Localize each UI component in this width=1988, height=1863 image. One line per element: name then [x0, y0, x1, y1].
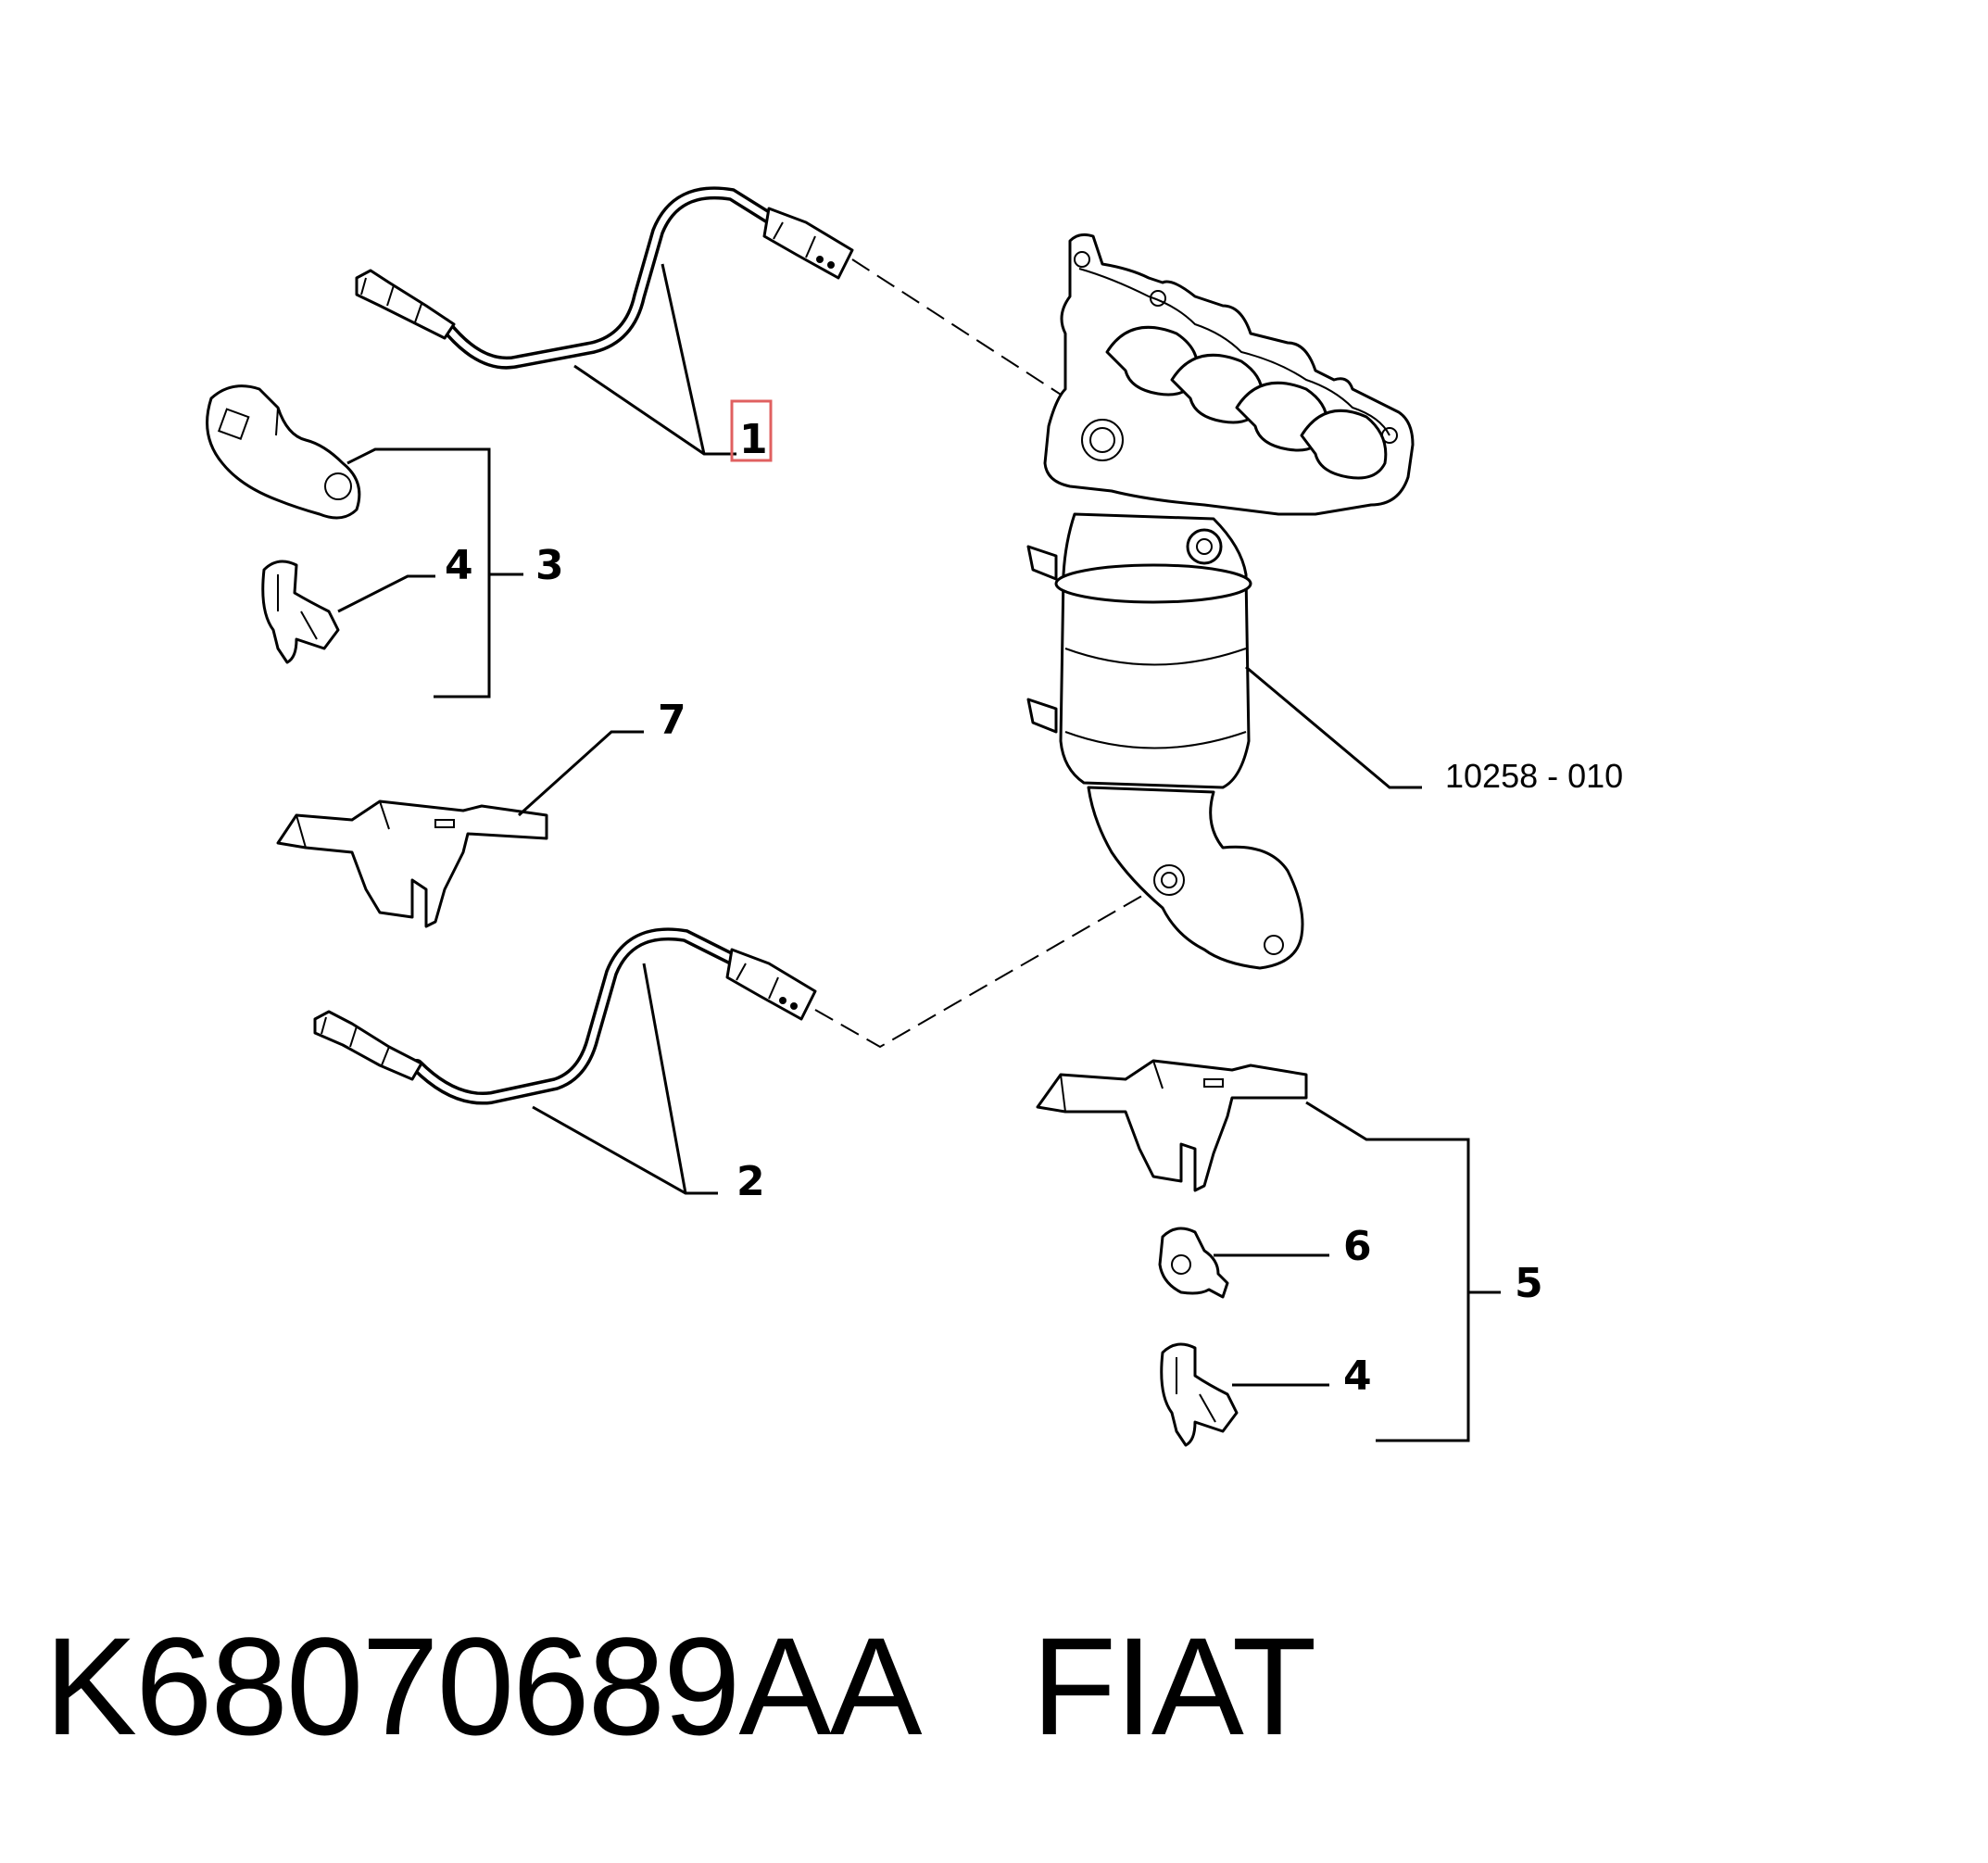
label-3: 3: [535, 542, 564, 589]
bracket-assembly-5: 5 6 4: [1036, 1059, 1543, 1447]
caption: K68070689AA FIAT: [44, 1608, 1317, 1764]
label-7: 7: [658, 697, 686, 744]
lower-connector-dash: [814, 888, 1154, 1049]
label-1: 1: [739, 416, 768, 463]
bracket-7: 7: [276, 697, 686, 928]
label-6: 6: [1343, 1223, 1372, 1270]
reference-number: 10258 - 010: [1445, 757, 1623, 795]
label-4-upper: 4: [445, 542, 473, 589]
lower-oxygen-sensor: 2: [313, 927, 817, 1205]
exhaust-manifold-catalyst: 10258 - 010: [1026, 233, 1623, 970]
label-2: 2: [736, 1158, 765, 1205]
label-5: 5: [1515, 1260, 1543, 1307]
brand-name: FIAT: [1031, 1608, 1317, 1764]
heat-shield-assembly: 3 4: [206, 384, 564, 699]
upper-oxygen-sensor: 1: [355, 186, 854, 463]
part-number: K68070689AA: [44, 1608, 923, 1764]
label-1-highlight: [730, 399, 773, 462]
label-4-lower: 4: [1343, 1353, 1372, 1400]
